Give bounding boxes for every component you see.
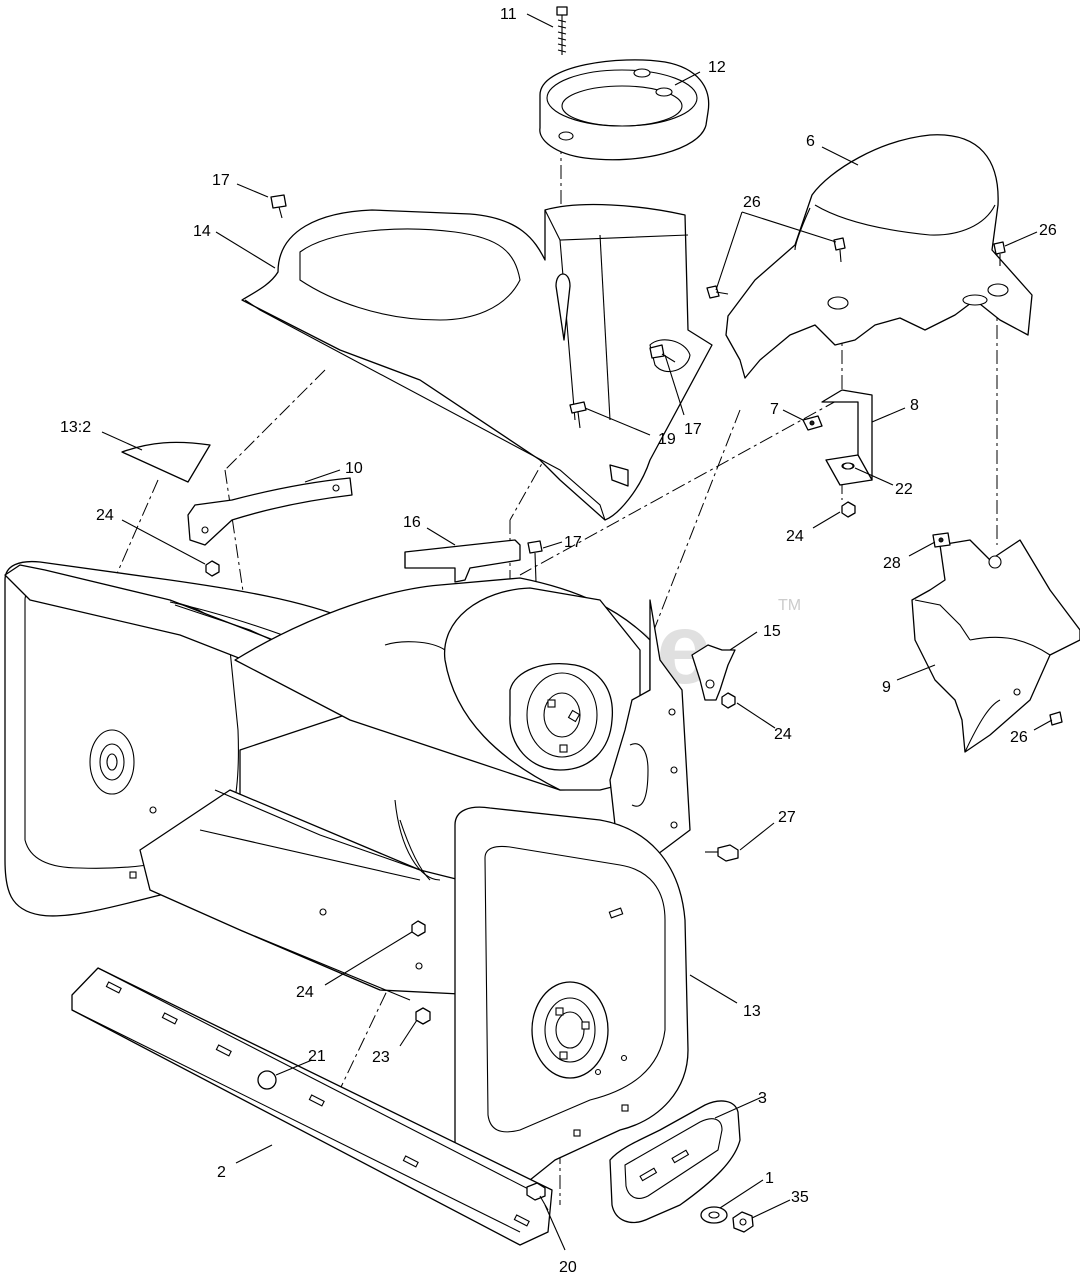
callout-11: 11 <box>500 6 517 23</box>
callout-labels: 11 12 6 17 14 26 26 17 7 8 19 13:2 10 22… <box>60 6 1057 1276</box>
label-13-2-part <box>121 441 211 483</box>
watermark-trademark: TM <box>778 597 801 614</box>
callout-13: 13 <box>743 1003 761 1020</box>
callout-20: 20 <box>559 1259 577 1276</box>
callout-21: 21 <box>308 1048 326 1065</box>
callout-10: 10 <box>345 460 363 477</box>
callout-14: 14 <box>193 223 211 240</box>
hardware-items <box>205 194 1063 1233</box>
scraper-bar-part <box>71 967 553 1246</box>
callout-12: 12 <box>708 59 726 76</box>
leader-lines <box>101 13 1053 1251</box>
callout-28: 28 <box>883 555 901 572</box>
callout-16: 16 <box>403 514 421 531</box>
callout-26: 26 <box>1010 729 1028 746</box>
callout-17: 17 <box>684 421 702 438</box>
callout-15: 15 <box>763 623 781 640</box>
callout-17: 17 <box>212 172 230 189</box>
callout-24: 24 <box>96 507 114 524</box>
lower-deflector-part <box>911 539 1080 753</box>
deflector-cover-part <box>725 134 1033 379</box>
callout-23: 23 <box>372 1049 390 1066</box>
callout-24: 24 <box>786 528 804 545</box>
handle-16-part <box>404 539 521 583</box>
strap-10-part <box>187 477 353 546</box>
clip-28-part <box>932 532 951 548</box>
callout-7: 7 <box>770 401 779 418</box>
chute-ring-part <box>539 59 710 161</box>
callout-3: 3 <box>758 1090 767 1107</box>
callout-2: 2 <box>217 1164 226 1181</box>
callout-19: 19 <box>658 431 676 448</box>
callout-35: 35 <box>791 1189 809 1206</box>
callout-24: 24 <box>774 726 792 743</box>
callout-27: 27 <box>778 809 796 826</box>
callout-1: 1 <box>765 1170 774 1187</box>
clip-7-part <box>802 415 823 431</box>
bracket-15-part <box>691 644 736 701</box>
callout-24: 24 <box>296 984 314 1001</box>
skid-shoe-part <box>609 1100 741 1223</box>
bolt-11-part <box>556 6 568 55</box>
chute-body-part <box>241 203 713 521</box>
callout-13-2: 13:2 <box>60 419 91 436</box>
callout-22: 22 <box>895 481 913 498</box>
callout-8: 8 <box>910 397 919 414</box>
callout-17: 17 <box>564 534 582 551</box>
side-plate-13-part <box>454 806 689 1181</box>
callout-6: 6 <box>806 133 815 150</box>
callout-9: 9 <box>882 679 891 696</box>
callout-26: 26 <box>743 194 761 211</box>
callout-26: 26 <box>1039 222 1057 239</box>
